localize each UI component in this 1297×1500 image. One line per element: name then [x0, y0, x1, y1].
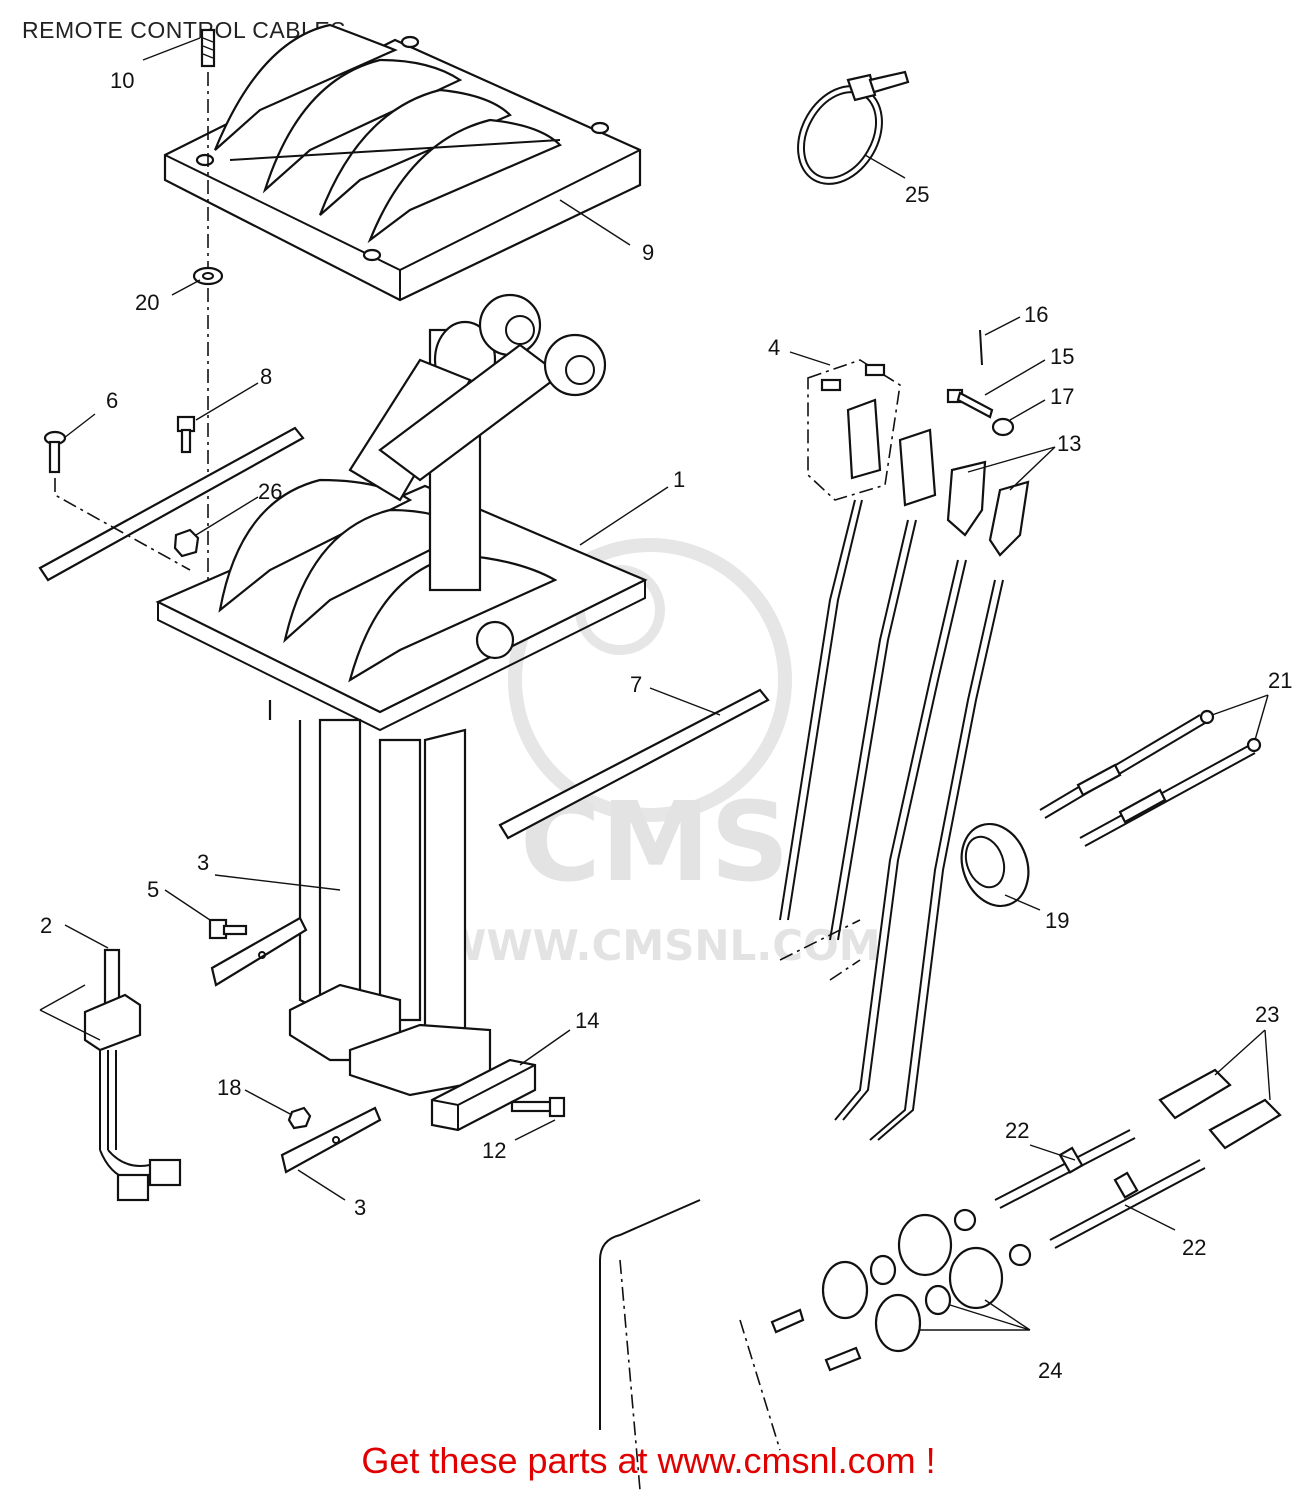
callout-14: 14	[575, 1008, 599, 1033]
part-2-neutral-switch	[83, 948, 182, 1202]
part-3-plate-lower	[280, 1106, 382, 1174]
callout-25: 25	[905, 182, 929, 207]
part-15-bolt	[946, 388, 994, 419]
callout-10: 10	[110, 68, 134, 93]
callout-17: 17	[1050, 384, 1074, 409]
part-25-cable-tie	[797, 70, 910, 185]
part-23-adapters	[1158, 1068, 1282, 1150]
part-26-nut	[173, 528, 200, 558]
callout-3-upper: 3	[197, 850, 209, 875]
callout-9: 9	[642, 240, 654, 265]
callout-20: 20	[135, 290, 159, 315]
callout-26: 26	[258, 479, 282, 504]
callout-6: 6	[106, 388, 118, 413]
callout-1: 1	[673, 467, 685, 492]
part-12-bolt	[510, 1096, 566, 1118]
callout-2: 2	[40, 913, 52, 938]
part-24-fittings	[770, 1208, 1032, 1372]
callout-labels: 10 9 20 8 6 26 1 7 3 5 2 18 14 12 3 25 4…	[40, 68, 1292, 1383]
callout-8: 8	[260, 364, 272, 389]
part-9-top-cover	[163, 23, 642, 302]
callout-18: 18	[217, 1075, 241, 1100]
callout-24: 24	[1038, 1358, 1062, 1383]
part-7-plate	[498, 688, 770, 840]
part-1-control-box	[155, 293, 648, 1097]
watermark-url-text: WWW.CMSNL.COM	[440, 921, 881, 970]
callout-23: 23	[1255, 1002, 1279, 1027]
part-5-bolt	[208, 918, 248, 940]
callout-5: 5	[147, 877, 159, 902]
diagram-title: REMOTE CONTROL CABLES	[22, 17, 347, 43]
callout-15: 15	[1050, 344, 1074, 369]
callout-7: 7	[630, 672, 642, 697]
part-4-brackets	[807, 359, 937, 507]
control-cables	[599, 499, 1004, 1491]
part-6-axis	[54, 478, 191, 571]
callout-3-lower: 3	[354, 1195, 366, 1220]
part-10-screw	[200, 28, 216, 68]
part-6-screw	[43, 430, 67, 474]
callout-22-lower: 22	[1182, 1235, 1206, 1260]
part-3-plate-upper	[210, 916, 308, 987]
part-2-bracket-line	[39, 984, 101, 1041]
part-19-grommet	[960, 822, 1030, 908]
callout-16: 16	[1024, 302, 1048, 327]
part-18-nut	[287, 1106, 312, 1130]
callout-19: 19	[1045, 908, 1069, 933]
part-17-washer	[991, 417, 1015, 437]
callout-22-upper: 22	[1005, 1118, 1029, 1143]
part-13-cable-ends	[946, 460, 1030, 557]
part-21-cables	[1039, 709, 1262, 847]
leader-lines	[63, 37, 1271, 1331]
part-8-bolt	[176, 415, 196, 454]
part-16-pin	[979, 329, 983, 366]
order-parts-link[interactable]: Get these parts at www.cmsnl.com !	[361, 1440, 936, 1481]
callout-21: 21	[1268, 668, 1292, 693]
callout-13: 13	[1057, 431, 1081, 456]
part-22-cable-ends	[994, 1129, 1206, 1249]
part-20-washer	[192, 266, 224, 286]
callout-4: 4	[768, 335, 780, 360]
callout-12: 12	[482, 1138, 506, 1163]
part-14-block	[430, 1058, 537, 1132]
part-upper-plate	[38, 426, 305, 582]
